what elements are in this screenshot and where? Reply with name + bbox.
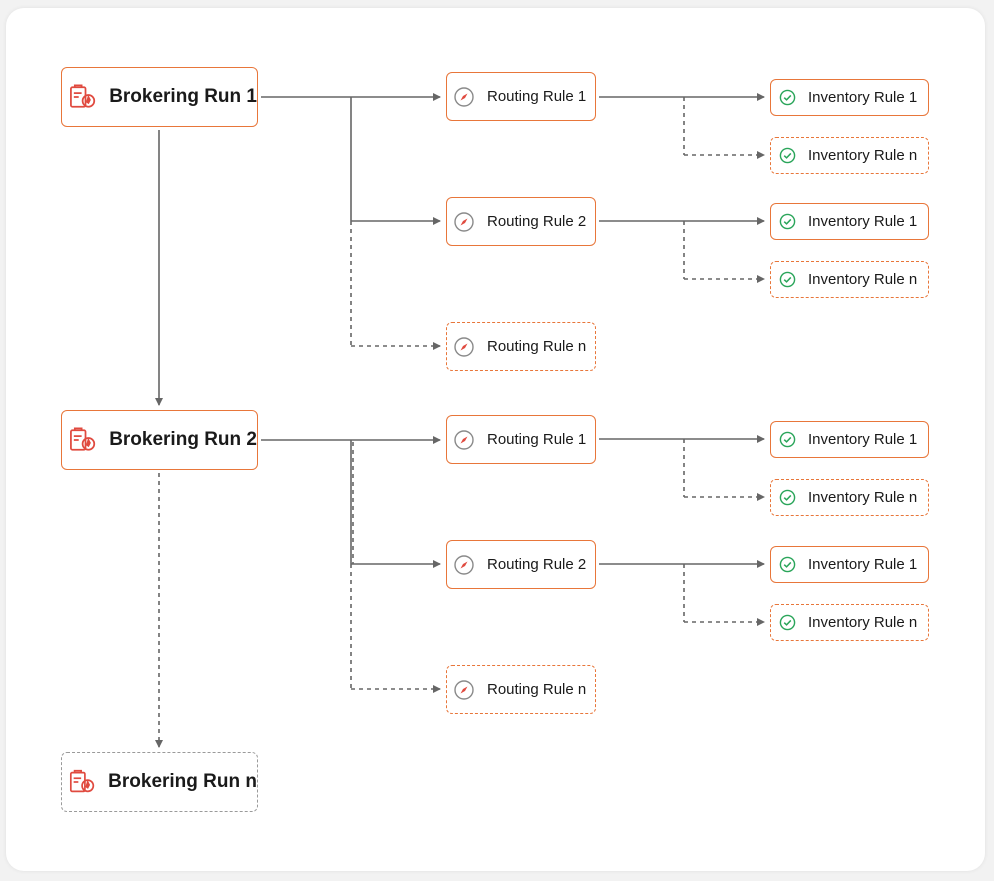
compass-icon [453, 86, 475, 108]
routing-rule-node[interactable]: Routing Rule n [446, 322, 596, 371]
compass-icon [453, 679, 475, 701]
inventory-rule-node[interactable]: Inventory Rule n [770, 604, 929, 641]
routing-rule-node[interactable]: Routing Rule 1 [446, 415, 596, 464]
inventory-rule-node[interactable]: Inventory Rule 1 [770, 546, 929, 583]
inventory-rule-label: Inventory Rule 1 [808, 556, 918, 573]
check-circle-icon [779, 614, 796, 631]
brokering-run-n[interactable]: Brokering Run n [61, 752, 258, 812]
inventory-rule-node[interactable]: Inventory Rule 1 [770, 421, 929, 458]
inventory-rule-label: Inventory Rule n [808, 271, 918, 288]
routing-rule-label: Routing Rule 1 [487, 431, 587, 448]
check-circle-icon [779, 213, 796, 230]
routing-rule-label: Routing Rule 2 [487, 213, 587, 230]
inventory-rule-label: Inventory Rule 1 [808, 431, 918, 448]
check-circle-icon [779, 556, 796, 573]
routing-rule-node[interactable]: Routing Rule 2 [446, 540, 596, 589]
check-circle-icon [779, 489, 796, 506]
routing-rule-label: Routing Rule 1 [487, 88, 587, 105]
brokering-run-label: Brokering Run n [108, 771, 257, 792]
inventory-rule-label: Inventory Rule n [808, 614, 918, 631]
brokering-run-2[interactable]: Brokering Run 2 [61, 410, 258, 470]
inventory-rule-node[interactable]: Inventory Rule n [770, 479, 929, 516]
clipboard-compass-icon [68, 82, 97, 112]
check-circle-icon [779, 89, 796, 106]
compass-icon [453, 554, 475, 576]
check-circle-icon [779, 271, 796, 288]
compass-icon [453, 336, 475, 358]
inventory-rule-label: Inventory Rule n [808, 147, 918, 164]
inventory-rule-node[interactable]: Inventory Rule n [770, 137, 929, 174]
check-circle-icon [779, 431, 796, 448]
brokering-run-1[interactable]: Brokering Run 1 [61, 67, 258, 127]
inventory-rule-node[interactable]: Inventory Rule 1 [770, 203, 929, 240]
check-circle-icon [779, 147, 796, 164]
clipboard-compass-icon [68, 425, 97, 455]
inventory-rule-node[interactable]: Inventory Rule n [770, 261, 929, 298]
routing-rule-label: Routing Rule n [487, 681, 587, 698]
routing-rule-label: Routing Rule 2 [487, 556, 587, 573]
routing-rule-node[interactable]: Routing Rule n [446, 665, 596, 714]
brokering-run-label: Brokering Run 1 [109, 86, 257, 107]
inventory-rule-label: Inventory Rule 1 [808, 89, 918, 106]
inventory-rule-node[interactable]: Inventory Rule 1 [770, 79, 929, 116]
routing-rule-node[interactable]: Routing Rule 2 [446, 197, 596, 246]
inventory-rule-label: Inventory Rule n [808, 489, 918, 506]
inventory-rule-label: Inventory Rule 1 [808, 213, 918, 230]
routing-rule-node[interactable]: Routing Rule 1 [446, 72, 596, 121]
compass-icon [453, 429, 475, 451]
compass-icon [453, 211, 475, 233]
clipboard-compass-icon [68, 767, 96, 797]
brokering-run-label: Brokering Run 2 [109, 429, 257, 450]
routing-rule-label: Routing Rule n [487, 338, 587, 355]
